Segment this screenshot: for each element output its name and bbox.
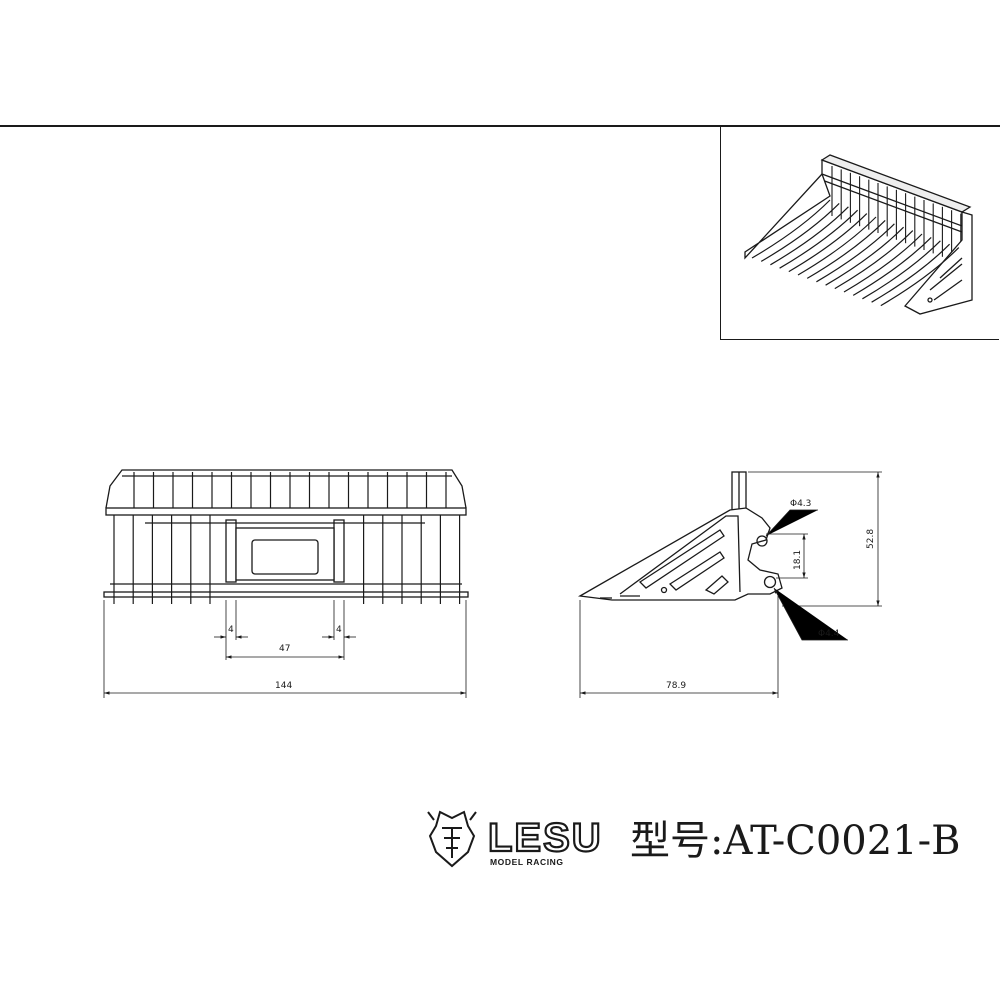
iso-tine — [816, 223, 895, 283]
iso-tine — [871, 243, 951, 303]
iso-tine — [806, 219, 886, 279]
dim-upper-hole-diameter: Φ4.3 — [790, 499, 811, 509]
iso-tine — [843, 233, 923, 293]
iso-tine — [852, 236, 932, 296]
side-view — [577, 471, 783, 601]
dim-overall-width: 144 — [275, 681, 292, 691]
dim-slot-width-right: 4 — [336, 625, 342, 635]
dim-overall-height: 52.8 — [866, 529, 876, 549]
front-view — [103, 469, 469, 604]
dim-lower-hole-diameter: Φ4.4 — [818, 629, 840, 639]
isometric-view-frame — [720, 126, 999, 340]
top-border-line — [0, 125, 1000, 127]
isometric-bucket-view — [744, 154, 973, 315]
iso-tine — [797, 216, 877, 276]
iso-tine — [862, 240, 941, 300]
dim-hole-spacing: 18.1 — [793, 550, 803, 570]
iso-tine — [834, 230, 914, 290]
iso-tine — [770, 206, 849, 266]
front-dimensions: 4 47 4 144 — [103, 600, 467, 698]
iso-tine — [751, 199, 831, 259]
iso-tine — [788, 213, 868, 273]
iso-tine — [880, 247, 960, 307]
dim-slot-spacing: 47 — [279, 644, 290, 654]
brand-tagline: MODEL RACING — [490, 857, 564, 867]
dim-slot-width-left: 4 — [228, 625, 234, 635]
dim-overall-depth: 78.9 — [666, 681, 686, 691]
side-dimensions: Φ4.3 18.1 52.8 Φ4.4 78.9 — [579, 471, 882, 698]
iso-tine — [779, 209, 859, 269]
iso-tine — [760, 202, 840, 262]
brand-logo-text: LESU — [487, 816, 603, 860]
lion-logo-icon — [427, 810, 477, 868]
model-number-label: 型号:AT-C0021-B — [630, 818, 961, 864]
iso-tine — [825, 226, 905, 286]
